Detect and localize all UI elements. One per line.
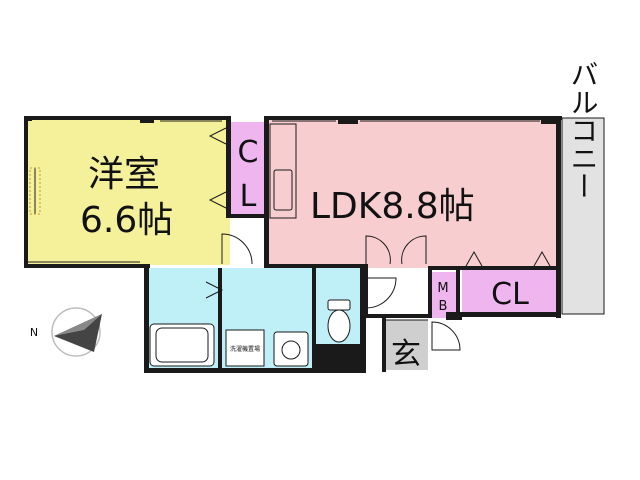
meter-box-fill: [430, 272, 456, 318]
meter-box-m: M: [437, 281, 448, 296]
windows: [28, 120, 540, 263]
window-fixture: [29, 167, 41, 215]
closet-main-l: L: [240, 179, 257, 214]
closet-main-c: C: [238, 135, 259, 170]
entrance-fill: [386, 320, 428, 370]
ldk-label: LDK8.8帖: [310, 186, 475, 227]
sink: [273, 331, 309, 367]
balcony-label: バルコニー: [567, 60, 600, 200]
walls: [24, 116, 562, 373]
closet-door-marks: [208, 127, 551, 267]
compass-ring: [51, 307, 101, 357]
washer-space: [225, 329, 265, 367]
ldk-fill: [268, 120, 558, 268]
entrance-label: 玄: [391, 337, 421, 372]
balcony-fill: [562, 118, 604, 314]
closet-ldk-fill: [462, 270, 558, 312]
compass-north-label: N: [30, 326, 38, 339]
western-room-size: 6.6帖: [80, 200, 173, 241]
toilet: [327, 299, 351, 343]
kitchen-counter: [269, 123, 297, 219]
meter-box-b: B: [439, 299, 448, 314]
western-room-name: 洋室: [88, 154, 160, 195]
compass: [51, 307, 102, 357]
balcony-border: [561, 117, 605, 315]
closet-main-fill: [230, 122, 266, 217]
washer-space-label: 洗濯機置場: [230, 345, 260, 353]
western-room-fill: [27, 120, 230, 265]
closet-ldk-label: CL: [491, 277, 529, 312]
bathtub: [149, 323, 215, 367]
door-swings: [205, 233, 461, 351]
